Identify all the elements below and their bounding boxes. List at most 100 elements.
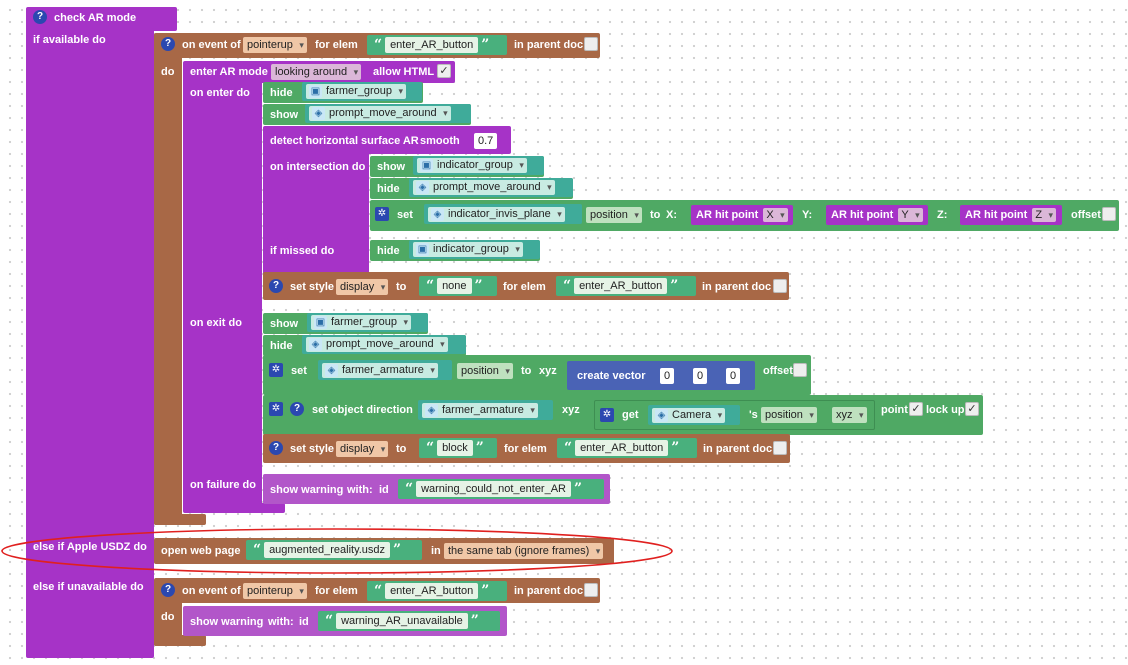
help-icon[interactable]: ? (33, 10, 47, 24)
group-icon: ▣ (309, 85, 322, 98)
warning-id-value[interactable]: warning_could_not_enter_AR (416, 481, 571, 497)
to-label: to (396, 281, 407, 293)
elem-value[interactable]: enter_AR_button (385, 37, 479, 53)
annotation-ellipse (1, 528, 673, 574)
for-elem-label: for elem (503, 281, 546, 293)
lock-up-checkbox[interactable]: ✓ (965, 402, 979, 416)
point-checkbox[interactable]: ✓ (909, 402, 923, 416)
in-parent-checkbox[interactable] (584, 37, 598, 51)
object-picker[interactable]: ◈farmer_armature (418, 400, 553, 420)
style-property-dropdown[interactable]: display (336, 441, 389, 457)
help-icon[interactable]: ? (269, 279, 283, 293)
axis-dropdown[interactable]: Z (1032, 208, 1057, 222)
component-dropdown[interactable]: xyz (832, 407, 867, 423)
elem-value[interactable]: enter_AR_button (385, 583, 479, 599)
style-property-dropdown[interactable]: display (336, 279, 389, 295)
ar-hit-point-label: AR hit point (696, 209, 759, 221)
quote-close-icon: ” (671, 440, 680, 456)
to-label: to (650, 209, 661, 221)
gear-icon[interactable]: ✲ (269, 402, 283, 416)
allow-html-checkbox[interactable]: ✓ (437, 64, 451, 78)
detect-surface-block[interactable] (263, 126, 511, 154)
property-dropdown[interactable]: position (761, 407, 817, 423)
object-picker[interactable]: ◈indicator_invis_plane (424, 204, 582, 224)
style-value[interactable]: none (437, 278, 472, 294)
detect-label: detect horizontal surface AR (270, 135, 419, 147)
quote-close-icon: ” (470, 613, 479, 629)
property-dropdown[interactable]: position (586, 207, 642, 223)
in-parent-checkbox[interactable] (773, 441, 787, 455)
ar-hit-point-x[interactable]: AR hit point X (691, 205, 793, 225)
elem-string[interactable]: “enter_AR_button” (367, 35, 507, 55)
object-picker[interactable]: ◈prompt_move_around (409, 178, 573, 197)
in-parent-checkbox[interactable] (584, 583, 598, 597)
help-icon[interactable]: ? (269, 441, 283, 455)
elem-value[interactable]: enter_AR_button (575, 440, 669, 456)
elem-string[interactable]: “enter_AR_button” (556, 276, 696, 296)
set-style-label: set style (290, 281, 335, 293)
offset-checkbox[interactable] (793, 363, 807, 377)
gear-icon[interactable]: ✲ (269, 363, 283, 377)
object-picker[interactable]: ▣indicator_group (409, 240, 540, 259)
help-icon[interactable]: ? (161, 583, 175, 597)
target-dropdown[interactable]: the same tab (ignore frames) (444, 543, 604, 559)
warning-id-string[interactable]: “warning_AR_unavailable” (318, 611, 500, 631)
check-ar-mode-block[interactable] (26, 7, 177, 31)
event-type-dropdown[interactable]: pointerup (243, 583, 307, 599)
object-name: farmer_group (326, 85, 393, 97)
style-value-string[interactable]: “none” (419, 276, 497, 296)
hide-label: hide (377, 245, 400, 257)
property-dropdown[interactable]: position (457, 363, 513, 379)
object-picker[interactable]: ▣indicator_group (413, 156, 544, 175)
offset-checkbox[interactable] (1102, 207, 1116, 221)
vector-z-input[interactable]: 0 (726, 368, 741, 384)
object-picker[interactable]: ◈prompt_move_around (302, 335, 466, 354)
style-value-string[interactable]: “block” (419, 438, 497, 458)
vector-y-input[interactable]: 0 (693, 368, 708, 384)
object-picker[interactable]: ◈Camera (648, 405, 740, 425)
lock-up-label: lock up (926, 404, 965, 416)
do-label: do (161, 66, 175, 78)
help-icon[interactable]: ? (161, 37, 175, 51)
if-missed-label: if missed do (270, 245, 335, 257)
vector-x-input[interactable]: 0 (660, 368, 675, 384)
object-picker[interactable]: ◈prompt_move_around (305, 104, 471, 123)
object-name: prompt_move_around (433, 181, 541, 193)
in-parent-checkbox[interactable] (773, 279, 787, 293)
event-type-dropdown[interactable]: pointerup (243, 37, 307, 53)
object-picker[interactable]: ▣ farmer_group (302, 82, 422, 101)
if-available-label: if available do (33, 34, 106, 46)
point-label: point (881, 404, 908, 416)
elem-string[interactable]: “enter_AR_button” (557, 438, 697, 458)
warning-id-string[interactable]: “warning_could_not_enter_AR” (398, 479, 604, 499)
axis-dropdown[interactable]: X (763, 208, 788, 222)
smooth-number[interactable]: 0.7 (474, 133, 498, 149)
warning-id-value[interactable]: warning_AR_unavailable (336, 613, 468, 629)
on-enter-label: on enter do (190, 87, 250, 99)
style-value[interactable]: block (437, 440, 473, 456)
object-picker[interactable]: ◈farmer_armature (318, 360, 452, 380)
object-picker[interactable]: ▣farmer_group (307, 313, 428, 332)
axis-dropdown[interactable]: Y (898, 208, 923, 222)
check-ar-mode-title: check AR mode (54, 12, 137, 24)
help-icon[interactable]: ? (290, 402, 304, 416)
elem-string[interactable]: “enter_AR_button” (367, 581, 507, 601)
get-label: get (622, 409, 639, 421)
possessive-label: 's (749, 409, 758, 421)
ar-mode-dropdown[interactable]: looking around (271, 64, 362, 80)
gear-icon[interactable]: ✲ (375, 207, 389, 221)
url-value[interactable]: augmented_reality.usdz (264, 542, 391, 558)
elem-value[interactable]: enter_AR_button (574, 278, 668, 294)
in-parent-label: in parent doc (702, 281, 772, 293)
hide-label: hide (270, 340, 293, 352)
enter-ar-label: enter AR mode (190, 66, 268, 78)
with-label: with: (347, 484, 373, 496)
show-label: show (270, 109, 299, 121)
on-event-spine (154, 55, 182, 525)
do-label: do (161, 611, 175, 623)
quote-open-icon: “ (325, 613, 334, 629)
url-string[interactable]: “augmented_reality.usdz” (246, 540, 422, 560)
gear-icon[interactable]: ✲ (600, 408, 614, 422)
